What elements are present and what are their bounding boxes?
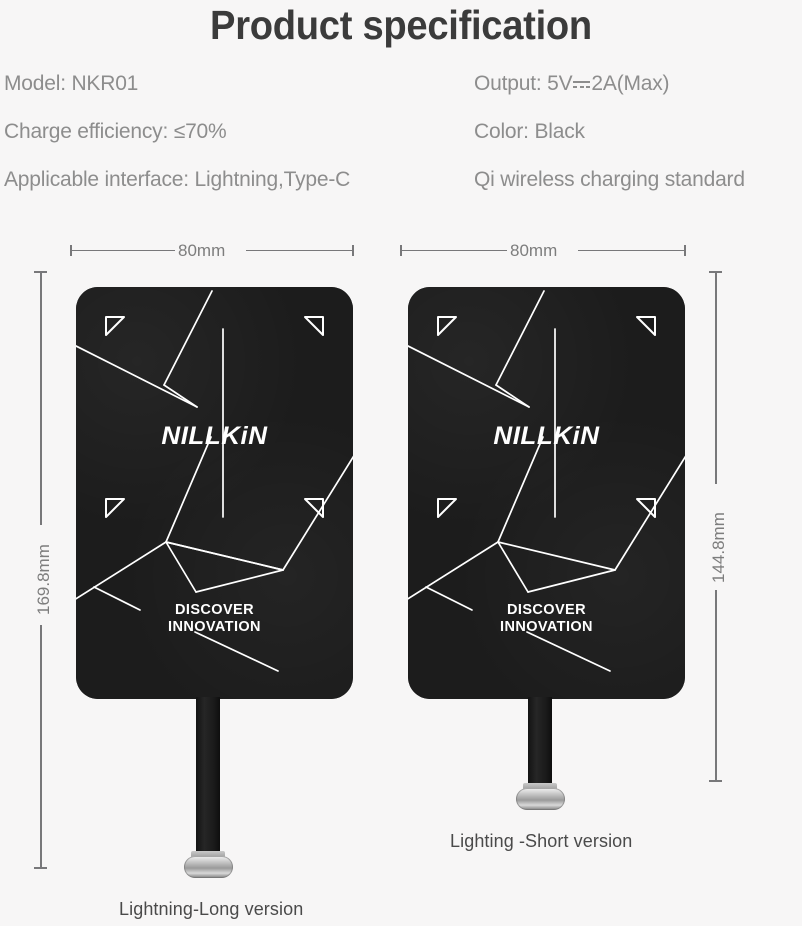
spec-output-prefix: Output: 5V (474, 72, 573, 95)
dimension-width-left-label: 80mm (178, 241, 226, 260)
dimension-height-left-label: 169.8mm (34, 544, 53, 615)
flex-cable (196, 697, 220, 855)
dc-current-icon (573, 76, 591, 90)
card-texture (408, 287, 685, 699)
tagline-line-2: INNOVATION (168, 619, 261, 635)
spec-applicable-interface: Applicable interface: Lightning,Type-C (4, 168, 351, 191)
tagline-line-2: INNOVATION (500, 619, 593, 635)
spec-output-suffix: 2A(Max) (591, 72, 670, 95)
spec-charge-efficiency: Charge efficiency: ≤70% (4, 120, 227, 143)
spec-output: Output: 5V 2A(Max) (474, 72, 670, 96)
flex-cable (528, 697, 552, 787)
tagline-line-1: DISCOVER (175, 602, 254, 618)
brand-logo-nillkin: NILLKiN (493, 422, 600, 450)
caption-lightning-long: Lightning-Long version (119, 899, 304, 919)
card-texture (76, 287, 353, 699)
plug-collar (191, 851, 225, 860)
lightning-plug (184, 856, 233, 878)
brand-logo-nillkin: NILLKiN (161, 422, 268, 450)
card-artwork-lines (408, 290, 685, 672)
card-artwork-lines (76, 290, 353, 672)
plug-collar (523, 783, 557, 792)
caption-lighting-short: Lighting -Short version (450, 831, 633, 851)
page-title: Product specification (210, 2, 592, 48)
dimension-width-right-label: 80mm (510, 241, 558, 260)
lightning-plug (516, 788, 565, 810)
tagline-line-1: DISCOVER (507, 602, 586, 618)
spec-color: Color: Black (474, 120, 585, 143)
dimension-height-right-label: 144.8mm (709, 512, 728, 583)
specification-list: Model: NKR01 Charge efficiency: ≤70% App… (0, 68, 802, 208)
spec-model: Model: NKR01 (4, 72, 139, 95)
spec-qi-standard: Qi wireless charging standard (474, 168, 745, 191)
